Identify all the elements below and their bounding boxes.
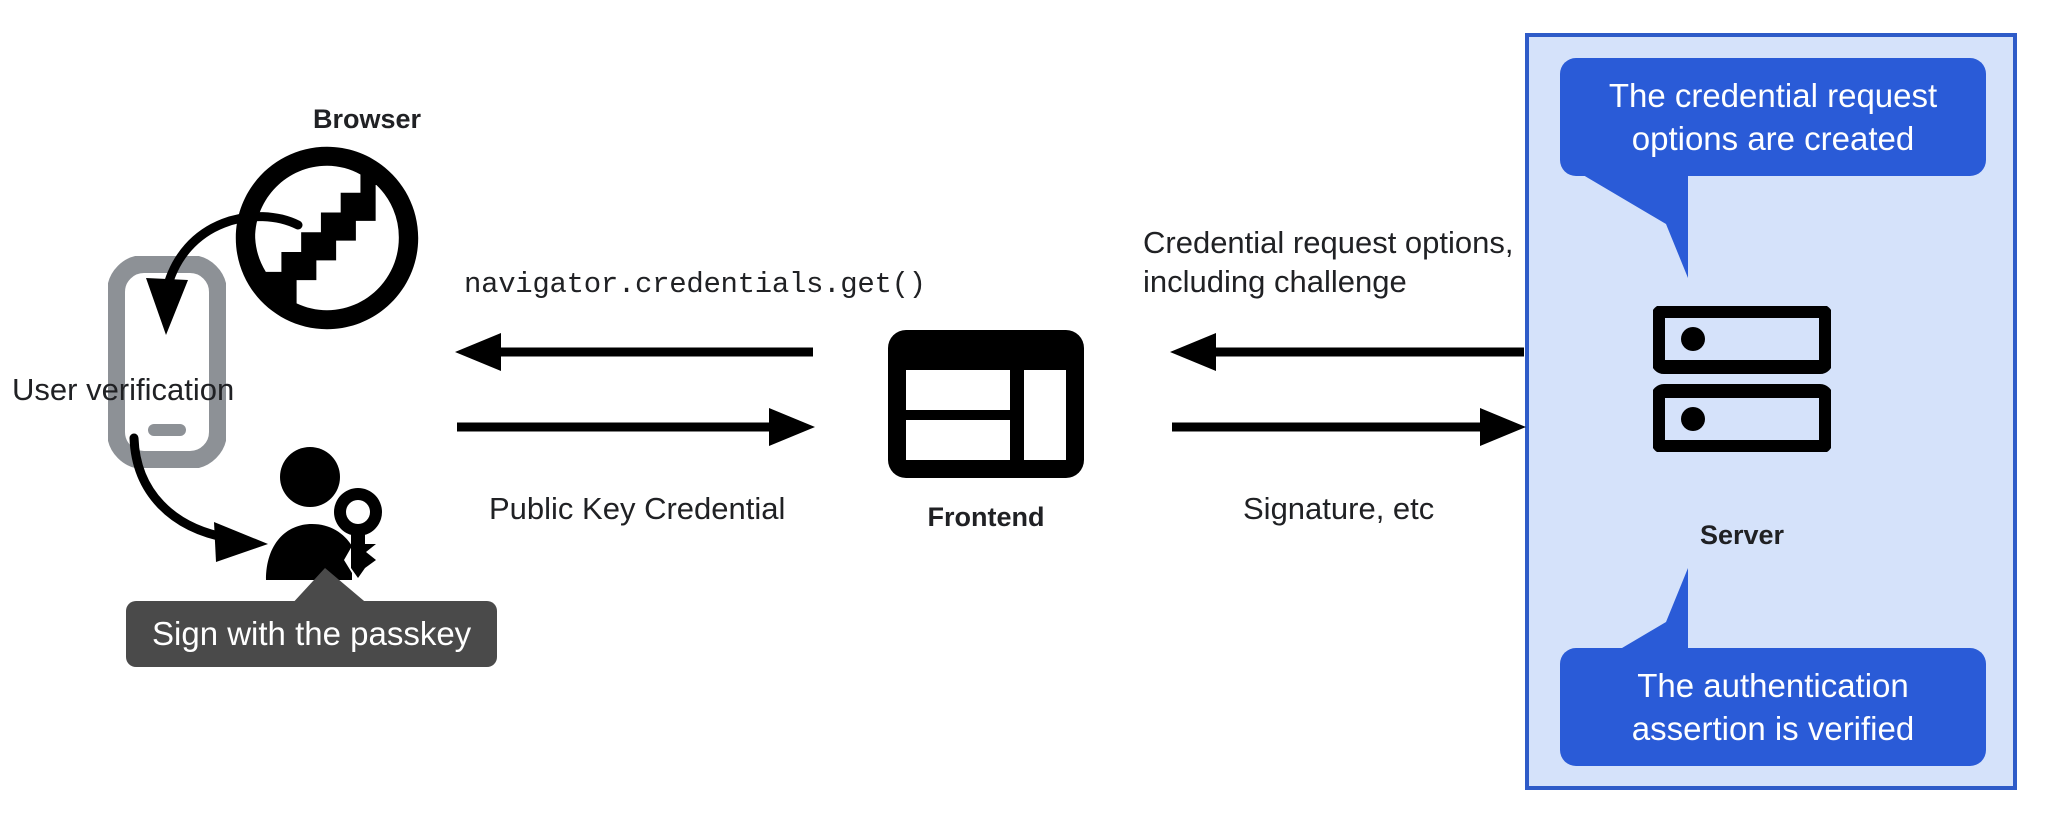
bottom-callout-tail-icon bbox=[1570, 566, 1780, 676]
person-with-key-icon bbox=[258, 440, 388, 580]
arrow-right-signature-icon bbox=[1170, 408, 1526, 446]
browser-to-phone-arrow-icon bbox=[108, 200, 308, 380]
phone-to-user-arrow-icon bbox=[110, 430, 310, 570]
phone-icon bbox=[108, 256, 226, 468]
browser-label: Browser bbox=[312, 104, 422, 134]
frontend-label: Frontend bbox=[927, 502, 1045, 532]
globe-icon bbox=[232, 143, 422, 333]
public-key-credential-label: Public Key Credential bbox=[489, 491, 786, 526]
arrow-left-credential-request-options-icon bbox=[1170, 333, 1526, 371]
passkey-tooltip-tail-icon bbox=[250, 566, 380, 606]
credential-request-options-label: Credential request options, including ch… bbox=[1143, 225, 1514, 299]
server-label: Server bbox=[1699, 520, 1785, 550]
user-verification-label: User verification bbox=[12, 372, 235, 407]
passkey-tooltip: Sign with the passkey bbox=[126, 601, 498, 667]
top-callout: The credential request options are creat… bbox=[1560, 58, 1986, 176]
navigator-credentials-get-label: navigator.credentials.get() bbox=[464, 268, 926, 301]
top-callout-tail-icon bbox=[1570, 170, 1780, 280]
arrow-right-public-key-credential-icon bbox=[455, 408, 815, 446]
server-rack-icon bbox=[1653, 306, 1831, 452]
arrow-left-credentials-get-icon bbox=[455, 333, 815, 371]
signature-etc-label: Signature, etc bbox=[1243, 491, 1435, 526]
bottom-callout: The authentication assertion is verified bbox=[1560, 648, 1986, 766]
layout-window-icon bbox=[888, 330, 1084, 478]
